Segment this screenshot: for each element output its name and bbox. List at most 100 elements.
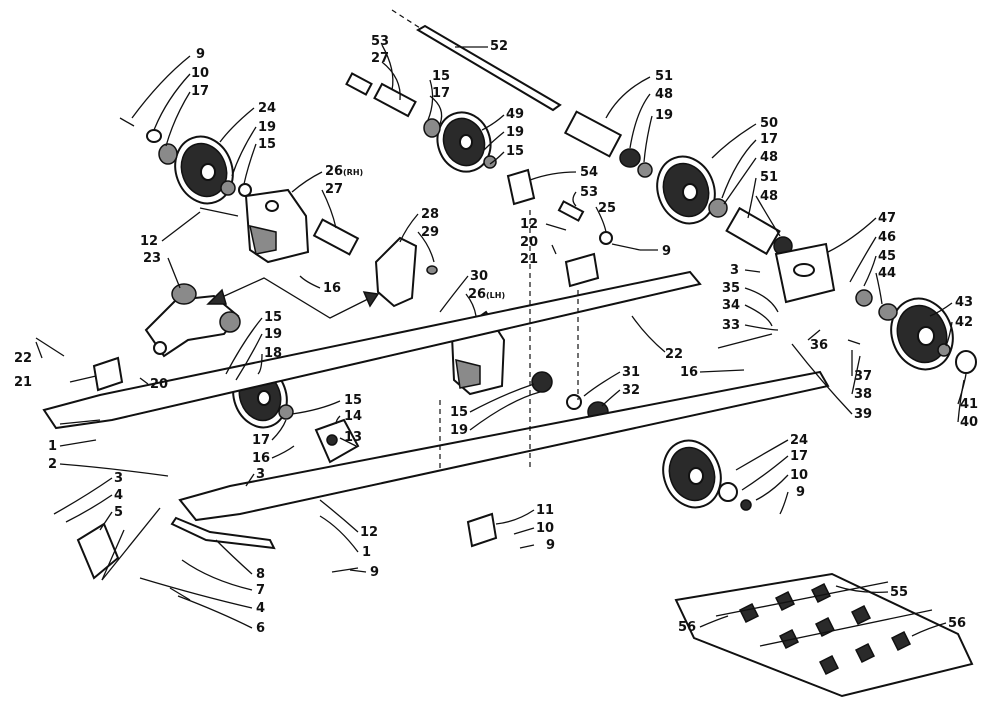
arm-23 — [144, 283, 241, 358]
label-9: 9 — [370, 565, 379, 580]
bracket-26-rh — [244, 188, 310, 264]
label-5: 5 — [114, 505, 123, 520]
bolt-33 — [717, 333, 773, 349]
guide-lines — [439, 210, 579, 470]
label-22: 22 — [665, 347, 683, 362]
label-13: 13 — [344, 430, 362, 445]
block-11 — [466, 512, 498, 548]
label-16: 16 — [252, 451, 270, 466]
leader-lines — [35, 44, 967, 637]
bolt-12-top — [199, 207, 239, 217]
label-52: 52 — [490, 39, 508, 54]
bracket-13 — [314, 418, 360, 464]
label-10: 10 — [191, 66, 209, 81]
label-44: 44 — [878, 266, 896, 281]
label-19: 19 — [506, 125, 524, 140]
label-17: 17 — [432, 86, 450, 101]
label-56: 56 — [948, 616, 966, 631]
label-12: 12 — [140, 234, 158, 249]
label-10: 10 — [536, 521, 554, 536]
label-15: 15 — [264, 310, 282, 325]
bolt-9-lower — [169, 567, 359, 601]
label-15: 15 — [258, 137, 276, 152]
bearing-19-top — [637, 162, 653, 178]
label-34: 34 — [722, 298, 740, 313]
label-15: 15 — [344, 393, 362, 408]
label-17: 17 — [252, 433, 270, 448]
label-22: 22 — [14, 351, 32, 366]
label-43: 43 — [955, 295, 973, 310]
wheel-43 — [855, 289, 977, 374]
plate-47 — [774, 242, 836, 304]
label-25: 25 — [598, 201, 616, 216]
label-26-lh: 26 — [468, 287, 486, 302]
bolt-22-left — [35, 337, 65, 357]
label-3: 3 — [256, 467, 265, 482]
slide-rail-lower — [178, 370, 830, 522]
label-7: 7 — [256, 583, 265, 598]
wheel-50 — [656, 155, 728, 225]
label-1: 1 — [48, 439, 57, 454]
label-54: 54 — [580, 165, 598, 180]
label-8: 8 — [256, 567, 265, 582]
wear-strip-8 — [170, 516, 276, 550]
label-41: 41 — [960, 397, 978, 412]
block-21-mid — [564, 252, 600, 288]
part-labels: 53 27 52 15 17 49 19 15 51 48 19 50 17 4… — [14, 34, 978, 636]
label-17: 17 — [790, 449, 808, 464]
label-15: 15 — [506, 144, 524, 159]
label-26-rh: 26 — [325, 164, 343, 179]
label-45: 45 — [878, 249, 896, 264]
block-54 — [506, 168, 536, 206]
label-40: 40 — [960, 415, 978, 430]
label-16: 16 — [323, 281, 341, 296]
label-9: 9 — [196, 47, 205, 62]
label-2: 2 — [48, 457, 57, 472]
label-24: 24 — [258, 101, 276, 116]
label-55: 55 — [890, 585, 908, 600]
label-53: 53 — [371, 34, 389, 49]
label-36: 36 — [810, 338, 828, 353]
label-51: 51 — [760, 170, 778, 185]
label-49: 49 — [506, 107, 524, 122]
label-11: 11 — [536, 503, 554, 518]
label-48: 48 — [655, 87, 673, 102]
label-17: 17 — [191, 84, 209, 99]
label-21: 21 — [14, 375, 32, 390]
spacer-51-top — [563, 110, 623, 158]
axle-52 — [391, 9, 562, 112]
bracket-28 — [374, 236, 438, 308]
block-21-left — [92, 356, 124, 392]
label-38: 38 — [854, 387, 872, 402]
label-16: 16 — [680, 365, 698, 380]
side-mark-rh: (RH) — [343, 168, 363, 177]
wheel-49 — [423, 111, 497, 173]
label-48: 48 — [760, 150, 778, 165]
label-37: 37 — [854, 369, 872, 384]
block-5 — [76, 522, 120, 580]
label-33: 33 — [722, 318, 740, 333]
label-12: 12 — [360, 525, 378, 540]
label-19: 19 — [655, 108, 673, 123]
label-10: 10 — [790, 468, 808, 483]
label-29: 29 — [421, 225, 439, 240]
label-20: 20 — [150, 377, 168, 392]
label-42: 42 — [955, 315, 973, 330]
label-21: 21 — [520, 252, 538, 267]
label-3: 3 — [730, 263, 739, 278]
bushing-15-lower — [531, 371, 553, 393]
bolt-9-top — [119, 117, 162, 143]
label-24: 24 — [790, 433, 808, 448]
label-15: 15 — [450, 405, 468, 420]
label-9: 9 — [546, 538, 555, 553]
label-9: 9 — [662, 244, 671, 259]
label-27: 27 — [325, 182, 343, 197]
label-32: 32 — [622, 383, 640, 398]
label-28: 28 — [421, 207, 439, 222]
label-53: 53 — [580, 185, 598, 200]
label-4: 4 — [114, 488, 123, 503]
label-27: 27 — [371, 51, 389, 66]
bushing-48-top — [619, 148, 641, 168]
spacer-51-right — [725, 206, 793, 256]
